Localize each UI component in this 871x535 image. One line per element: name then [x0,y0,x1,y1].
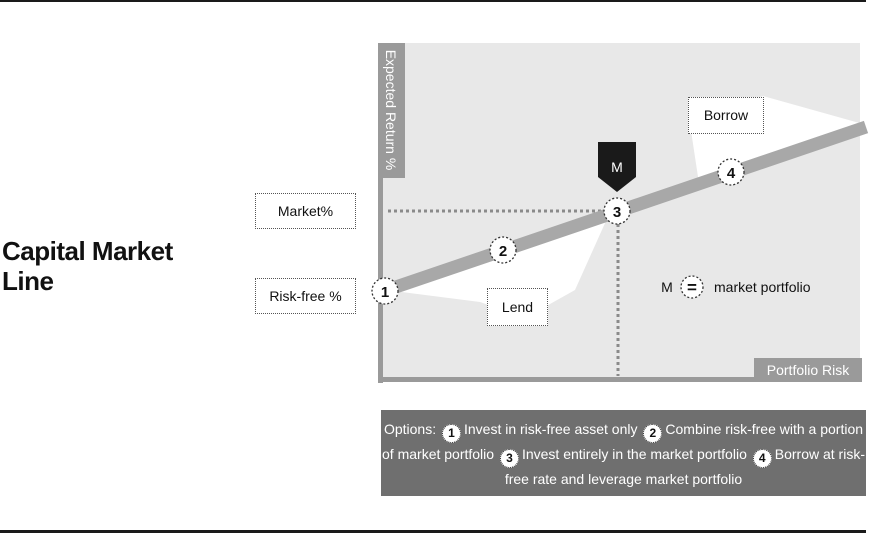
y-axis-label-box [378,43,405,178]
options-prefix: Options: [383,421,437,437]
market-marker-icon [598,142,636,192]
point-1-label: 1 [381,284,389,301]
option-3-text: Invest entirely in the market portfolio [521,446,747,462]
top-rule [0,0,866,2]
market-return-label: Market% [255,193,356,229]
point-4: 4 [717,158,745,186]
option-3-number: 3 [499,449,519,468]
point-2: 2 [489,236,517,264]
option-4-text: Borrow at risk-free rate and leverage ma… [504,446,865,487]
option-2-text: Combine risk-free with a portion of mark… [382,421,864,462]
point-3-label: 3 [613,204,621,221]
x-axis-label: Portfolio Risk [754,358,862,382]
definition-symbol: M [661,279,673,295]
point-3: 3 [603,197,631,225]
option-2-number: 2 [643,424,663,443]
option-1-text: Invest in risk-free asset only [463,421,638,437]
option-1-number: 1 [441,424,461,443]
option-4-number: 4 [752,449,772,468]
point-1: 1 [371,277,399,305]
x-axis [378,377,861,382]
point-2-label: 2 [499,243,507,260]
bottom-rule [0,530,866,533]
equals-icon [680,275,704,299]
definition-operator: = [687,278,697,297]
borrow-label: Borrow [688,97,764,134]
risk-free-return-label: Risk-free % [255,278,356,314]
lend-label: Lend [487,288,548,326]
y-axis [378,43,383,383]
point-4-label: 4 [727,165,736,182]
market-marker-label: M [611,159,623,175]
diagram-title: Capital Market Line [2,236,173,296]
definition-text: market portfolio [714,279,811,295]
